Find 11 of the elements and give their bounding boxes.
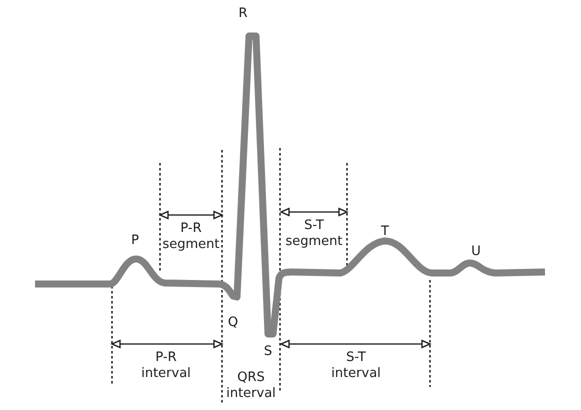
wave-label: R	[238, 7, 248, 20]
wave-label: Q	[227, 316, 239, 329]
wave-label: T	[380, 225, 390, 238]
wave-label: S	[263, 345, 273, 358]
wave-label: U	[470, 245, 482, 258]
dimension-label: S-T interval	[330, 350, 382, 382]
dimension-label: QRS interval	[226, 370, 276, 402]
dimension-label: S-T segment	[284, 218, 344, 250]
wave-label: P	[130, 234, 140, 247]
dimension-label: P-R segment	[162, 221, 220, 253]
dimension-label: P-R interval	[140, 350, 192, 382]
